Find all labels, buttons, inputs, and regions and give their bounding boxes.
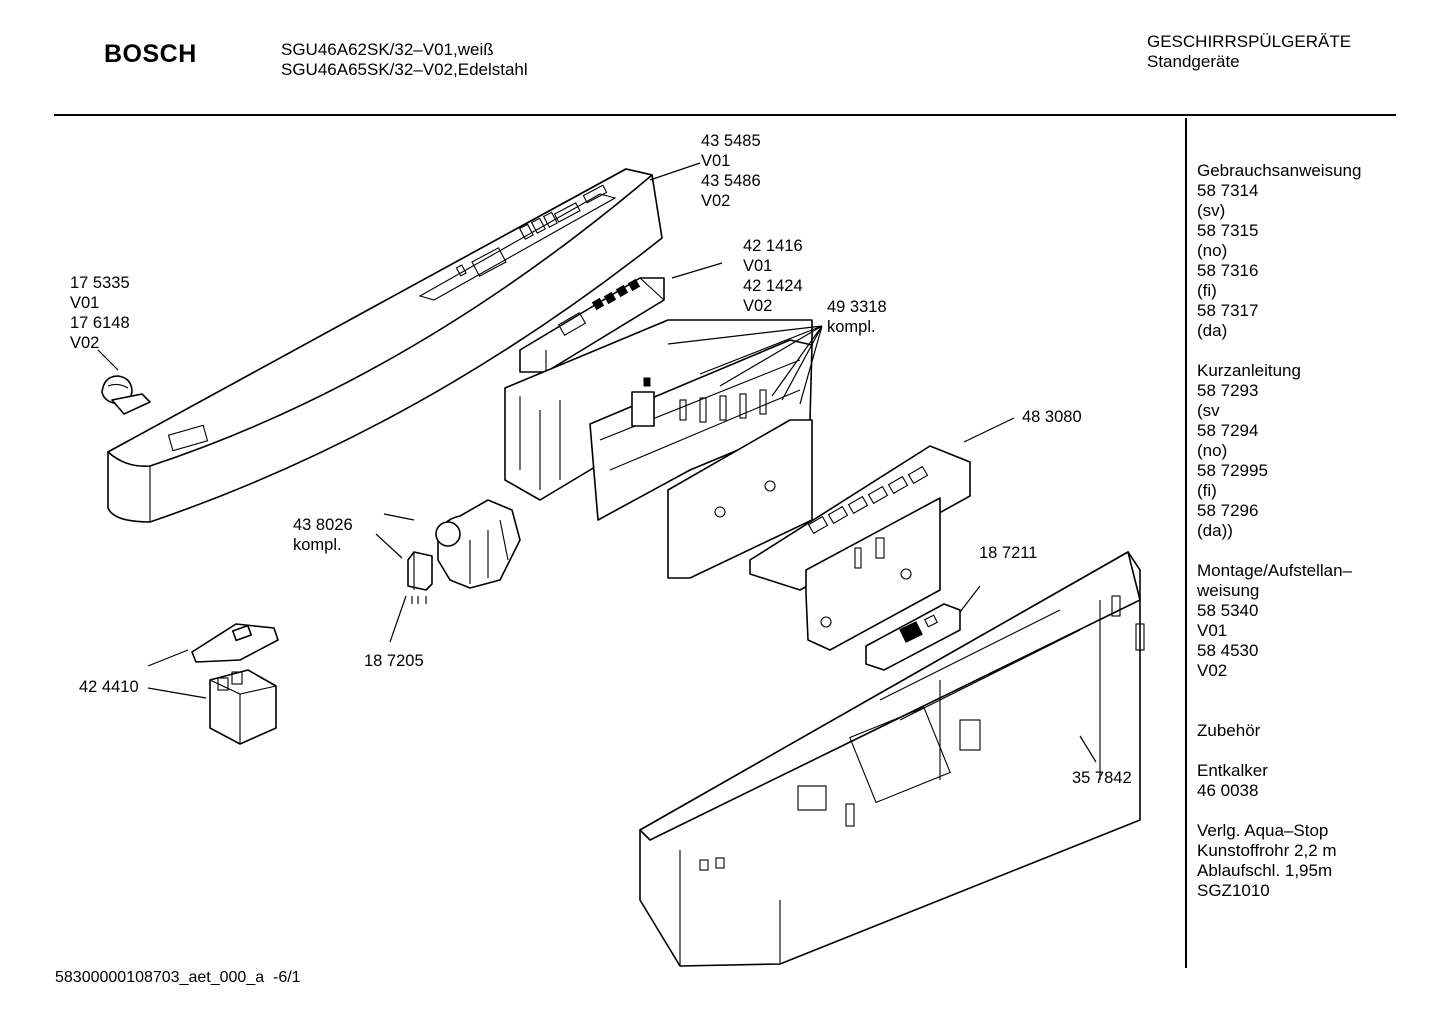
side-note xyxy=(1197,541,1437,561)
label-493318: 49 3318 kompl. xyxy=(827,298,887,336)
side-note: (no) xyxy=(1197,441,1228,460)
side-note: SGZ1010 xyxy=(1197,881,1270,900)
side-note: Verlg. Aqua–Stop xyxy=(1197,821,1329,840)
label-421416: 42 1416 V01 42 1424 V02 xyxy=(743,237,803,315)
side-note: (da) xyxy=(1197,321,1228,340)
model-line-1: SGU46A62SK/32–V01,weiß xyxy=(281,40,494,59)
label-438026: 43 8026 kompl. xyxy=(293,516,353,554)
side-note: 58 72995 xyxy=(1197,461,1268,480)
category-line-2: Standgeräte xyxy=(1147,52,1240,71)
base-frame xyxy=(639,551,1145,967)
valve-assembly xyxy=(435,499,521,589)
side-note xyxy=(1197,801,1437,821)
brand-logo: BOSCH xyxy=(104,40,197,68)
side-note: 58 7294 xyxy=(1197,421,1259,440)
side-note: 58 4530 xyxy=(1197,641,1259,660)
side-note: 58 7296 xyxy=(1197,501,1259,520)
category-line-1: GESCHIRRSPÜLGERÄTE xyxy=(1147,32,1352,51)
side-note: 58 7317 xyxy=(1197,301,1259,320)
side-note: Entkalker xyxy=(1197,761,1268,780)
label-175335: 17 5335 V01 17 6148 V02 xyxy=(70,274,130,352)
display-module xyxy=(865,603,961,671)
label-435485: 43 5485 V01 43 5486 V02 xyxy=(701,132,761,210)
label-483080: 48 3080 xyxy=(1022,408,1082,426)
side-note: Zubehör xyxy=(1197,721,1261,740)
side-note: (fi) xyxy=(1197,481,1217,500)
side-note: Kurzanleitung xyxy=(1197,361,1301,380)
door-switch xyxy=(191,623,279,745)
side-note: 58 7316 xyxy=(1197,261,1259,280)
label-187205: 18 7205 xyxy=(364,652,424,670)
side-divider xyxy=(1185,118,1187,968)
side-note: (da)) xyxy=(1197,521,1233,540)
control-panel-fascia xyxy=(107,168,663,523)
small-clip-part xyxy=(101,375,151,415)
module-frame xyxy=(749,445,971,651)
label-357842: 35 7842 xyxy=(1072,769,1132,787)
side-note: V02 xyxy=(1197,661,1228,680)
side-note: Gebrauchsanweisung xyxy=(1197,161,1362,180)
side-note: 58 7314 xyxy=(1197,181,1259,200)
side-note: 46 0038 xyxy=(1197,781,1259,800)
side-note: (sv) xyxy=(1197,201,1226,220)
label-424410: 42 4410 xyxy=(79,678,139,696)
side-note xyxy=(1197,341,1437,361)
side-note: (no) xyxy=(1197,241,1228,260)
side-note xyxy=(1197,701,1437,721)
relay-part xyxy=(407,551,433,604)
side-note: 58 5340 xyxy=(1197,601,1259,620)
label-187211: 18 7211 xyxy=(979,544,1038,562)
side-note: weisung xyxy=(1197,581,1260,600)
side-note xyxy=(1197,741,1437,761)
model-line-2: SGU46A65SK/32–V02,Edelstahl xyxy=(281,60,528,79)
side-note: (fi) xyxy=(1197,281,1217,300)
side-note: (sv xyxy=(1197,401,1220,420)
document-id: 58300000108703_aet_000_a -6/1 xyxy=(55,969,301,986)
side-note xyxy=(1197,681,1437,701)
header-divider xyxy=(54,114,1396,116)
side-note: Ablaufschl. 1,95m xyxy=(1197,861,1333,880)
keypad-module xyxy=(519,277,665,373)
electronic-module xyxy=(504,319,813,579)
side-note: 58 7293 xyxy=(1197,381,1259,400)
documentation-list: Gebrauchsanweisung 58 7314 (sv) 58 7315 … xyxy=(1197,161,1437,901)
side-note: Kunstoffrohr 2,2 m xyxy=(1197,841,1337,860)
side-note: 58 7315 xyxy=(1197,221,1259,240)
side-note: V01 xyxy=(1197,621,1228,640)
side-note: Montage/Aufstellan– xyxy=(1197,561,1352,580)
